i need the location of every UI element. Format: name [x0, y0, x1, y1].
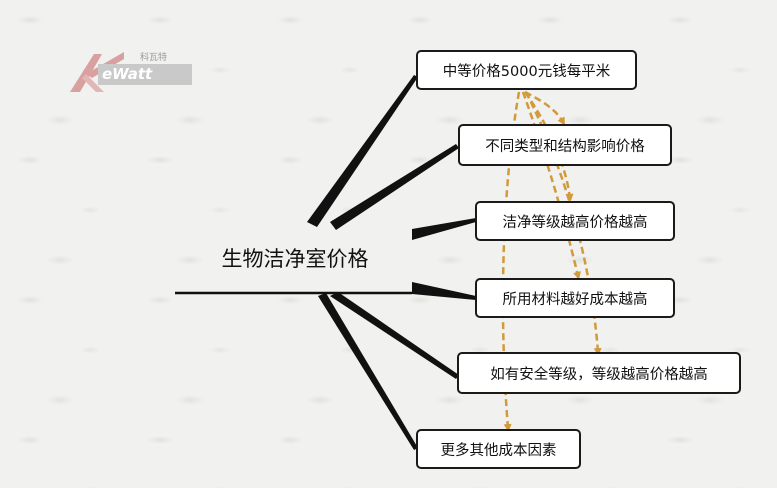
relation-arrow-1 [524, 90, 565, 126]
node-materials-label: 所用材料越好成本越高 [502, 291, 648, 308]
node-other-costs: 更多其他成本因素 [416, 429, 581, 469]
center-title: 生物洁净室价格 [221, 247, 369, 271]
node-mid-price: 中等价格5000元钱每平米 [416, 50, 637, 90]
branch-connector-4 [412, 282, 476, 300]
node-type-structure: 不同类型和结构影响价格 [458, 124, 672, 166]
node-type-structure-label: 不同类型和结构影响价格 [485, 138, 645, 155]
branch-connector-3 [412, 218, 476, 240]
node-safety-grade-label: 如有安全等级，等级越高价格越高 [490, 366, 708, 383]
node-clean-grade-label: 洁净等级越高价格越高 [502, 214, 648, 231]
relation-arrow-3 [521, 91, 581, 280]
node-other-costs-label: 更多其他成本因素 [440, 442, 557, 459]
node-safety-grade: 如有安全等级，等级越高价格越高 [457, 352, 741, 394]
logo-wordmark: eWatt [98, 64, 192, 85]
logo-chinese: 科瓦特 [140, 53, 168, 63]
branch-connector-2 [330, 144, 459, 230]
node-materials: 所用材料越好成本越高 [475, 278, 675, 318]
branch-connector-6 [318, 293, 418, 450]
node-mid-price-label: 中等价格5000元钱每平米 [442, 63, 611, 80]
branch-connectors [307, 75, 476, 450]
branch-connector-1 [307, 75, 418, 227]
branch-connector-5 [330, 292, 459, 379]
node-clean-grade: 洁净等级越高价格越高 [475, 201, 675, 241]
